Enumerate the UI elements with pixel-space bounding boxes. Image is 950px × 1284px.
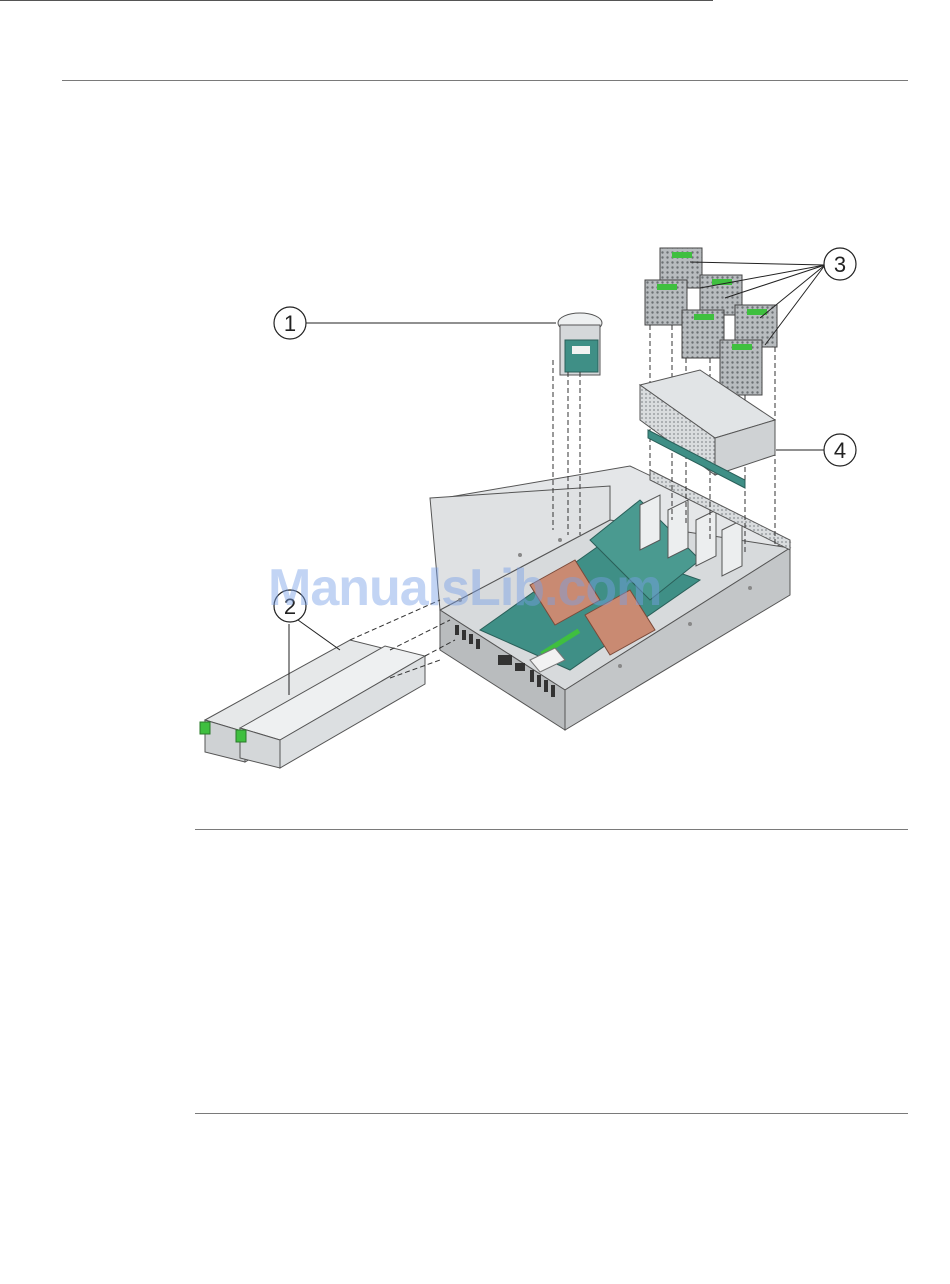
callout-label-1: 1: [284, 311, 296, 336]
table-header-rule: [0, 0, 713, 1]
callout-label-3: 3: [834, 252, 846, 277]
table-bottom-rule: [195, 1113, 908, 1114]
callout-4: 4: [776, 434, 856, 466]
callout-label-4: 4: [834, 438, 846, 463]
power-supply-units: [200, 600, 455, 768]
header-rule: [62, 80, 908, 81]
exploded-view-figure: 1 2 3 4: [0, 230, 950, 790]
callout-1: 1: [274, 307, 556, 339]
watermark: ManualsLib.com: [268, 558, 661, 618]
table-top-rule: [195, 829, 908, 830]
